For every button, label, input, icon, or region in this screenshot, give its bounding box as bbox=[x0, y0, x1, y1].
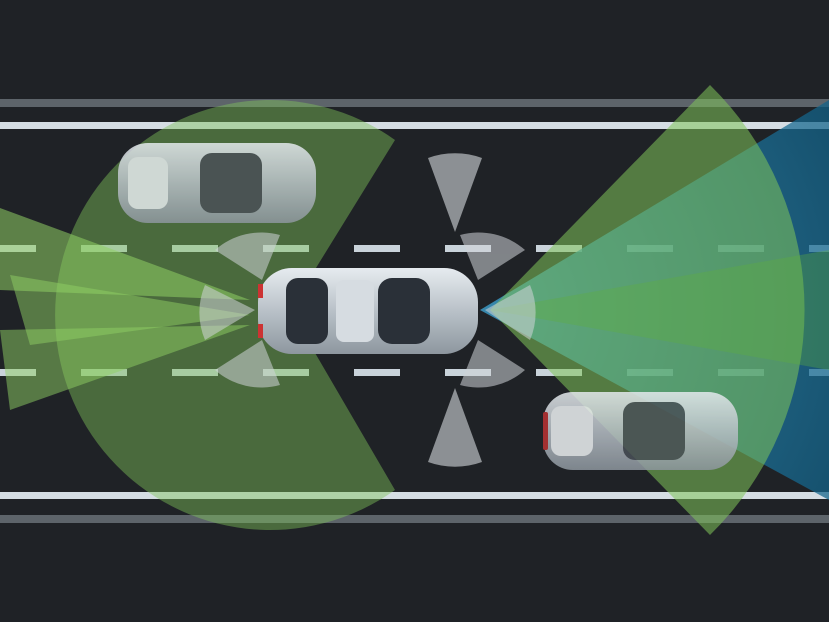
lane-dash bbox=[263, 245, 309, 252]
lane-dash bbox=[263, 369, 309, 376]
lane-dash bbox=[354, 369, 400, 376]
road-edge-top-outer bbox=[0, 99, 829, 107]
ego-car bbox=[258, 268, 478, 354]
front-camera-narrow-zone bbox=[490, 250, 829, 370]
rear-beam-mid bbox=[10, 275, 250, 345]
road-edge-bottom bbox=[0, 492, 829, 499]
side-sensor-top bbox=[428, 153, 482, 232]
rear-beam-lower bbox=[0, 325, 250, 410]
car-rear-left bbox=[118, 143, 316, 223]
car-front-right bbox=[543, 392, 738, 470]
rear-beam-upper bbox=[0, 208, 250, 300]
road-edge-top bbox=[0, 122, 829, 129]
side-sensor-bottom bbox=[428, 388, 482, 467]
road-edge-bottom-outer bbox=[0, 515, 829, 523]
corner-ultrasonic-sensors bbox=[199, 232, 536, 388]
lane-dash bbox=[172, 369, 218, 376]
lane-dash bbox=[354, 245, 400, 252]
lane-dash bbox=[172, 245, 218, 252]
